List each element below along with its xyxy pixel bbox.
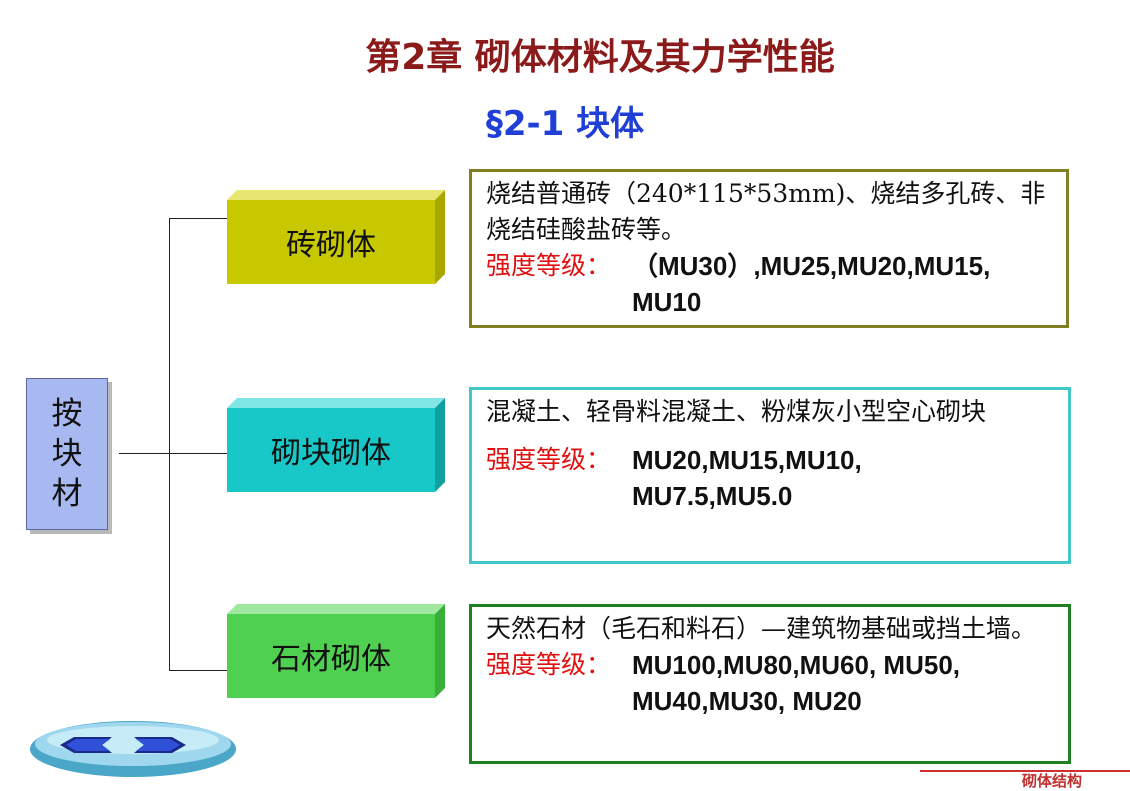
info-description: 混凝土、轻骨料混凝土、粉煤灰小型空心砌块 — [486, 397, 987, 426]
strength-level-values: MU10 — [632, 287, 702, 317]
info-box-brick: 烧结普通砖（240*115*53mm)、烧结多孔砖、非烧结硅酸盐砖等。 强度等级… — [469, 169, 1069, 328]
footer-label: 砌体结构 — [1021, 772, 1082, 790]
strength-level-values: MU40,MU30, MU20 — [632, 686, 862, 716]
strength-level-label: 强度等级： — [486, 650, 612, 679]
category-block-brick: 砖砌体 — [227, 190, 445, 284]
block-side-face — [435, 190, 445, 284]
category-label: 砌块砌体 — [227, 408, 435, 492]
block-top-face — [227, 398, 445, 408]
connector-branch-3 — [169, 670, 227, 671]
block-top-face — [227, 190, 445, 200]
category-block-stone: 石材砌体 — [227, 604, 445, 698]
strength-level-values: MU100,MU80,MU60, MU50, — [632, 650, 960, 680]
info-box-stone: 天然石材（毛石和料石）—建筑物基础或挡土墙。 强度等级： MU100,MU80,… — [469, 604, 1071, 764]
category-block-masonry-unit: 砌块砌体 — [227, 398, 445, 492]
block-top-face — [227, 604, 445, 614]
page-title: 第2章 砌体材料及其力学性能 — [365, 37, 835, 78]
root-char: 材 — [51, 476, 83, 512]
connector-root — [119, 453, 169, 454]
category-label: 石材砌体 — [227, 614, 435, 698]
arrow-left-icon[interactable] — [58, 735, 112, 755]
strength-level-values: MU7.5,MU5.0 — [632, 481, 793, 511]
strength-level-values: （MU30）,MU25,MU20,MU15, — [632, 251, 991, 281]
root-char: 按 — [51, 396, 83, 432]
strength-level-label: 强度等级： — [486, 445, 612, 474]
arrow-right-icon[interactable] — [134, 735, 188, 755]
block-side-face — [435, 604, 445, 698]
strength-level-values: MU20,MU15,MU10, — [632, 445, 862, 475]
block-side-face — [435, 398, 445, 492]
info-description: 天然石材（毛石和料石）—建筑物基础或挡土墙。 — [486, 614, 1037, 643]
root-category-box: 按 块 材 — [26, 378, 108, 530]
nav-disc — [28, 718, 238, 778]
info-box-masonry-unit: 混凝土、轻骨料混凝土、粉煤灰小型空心砌块 强度等级： MU20,MU15,MU1… — [469, 387, 1071, 564]
connector-branch-1 — [169, 218, 227, 219]
info-description: 烧结普通砖（240*115*53mm)、烧结多孔砖、非烧结硅酸盐砖等。 — [486, 179, 1046, 244]
root-char: 块 — [51, 436, 83, 472]
connector-vertical — [169, 218, 170, 670]
section-subtitle: §2-1 块体 — [485, 104, 645, 144]
strength-level-label: 强度等级： — [486, 251, 612, 280]
footer-rule — [920, 770, 1130, 772]
connector-branch-2 — [169, 453, 227, 454]
category-label: 砖砌体 — [227, 200, 435, 284]
